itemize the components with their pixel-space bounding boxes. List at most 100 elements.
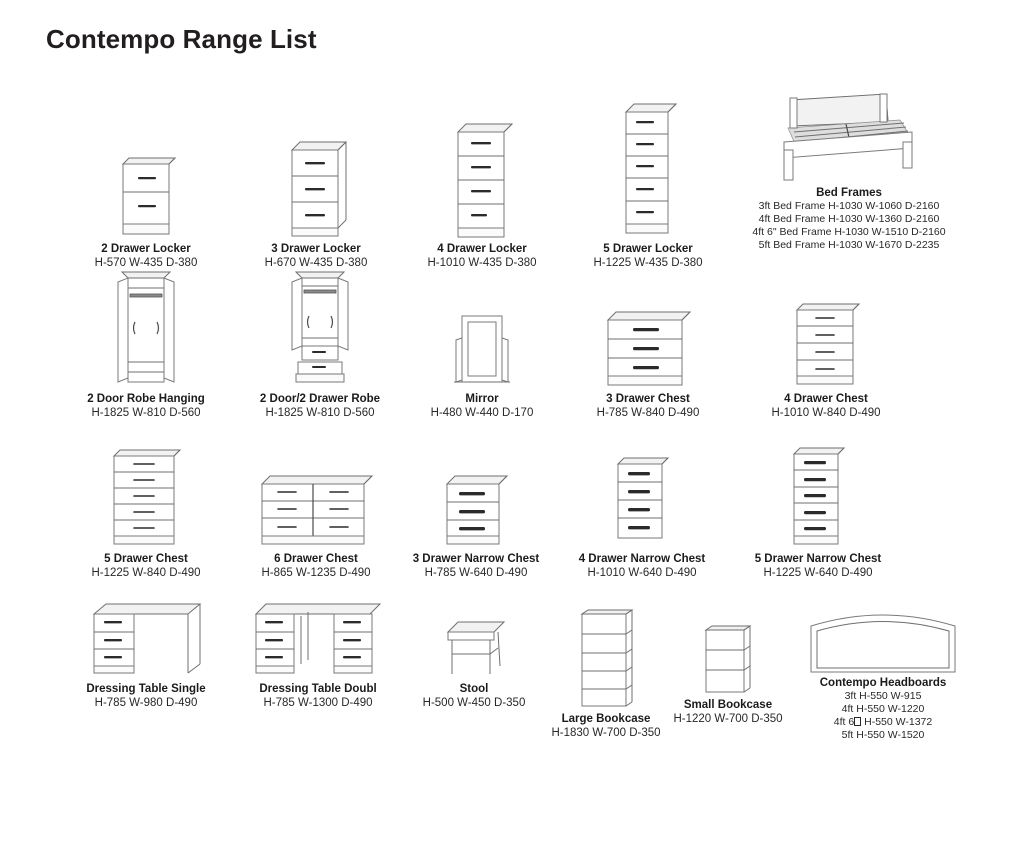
product-variant: 5ft Bed Frame H-1030 W-1670 D-2235 (758, 239, 940, 251)
product-dimensions: H-785 W-980 D-490 (94, 697, 198, 709)
product-card-4-drawer-locker[interactable]: 4 Drawer Locker H-1010 W-435 D-380 (414, 88, 550, 270)
product-name: 3 Drawer Narrow Chest (412, 553, 540, 565)
product-card-bed-frames[interactable]: Bed Frames 3ft Bed Frame H-1030 W-1060 D… (718, 88, 980, 252)
product-name: 4 Drawer Locker (437, 243, 527, 255)
product-card-contempo-headboards[interactable]: Contempo Headboards 3ft H-550 W-915 4ft … (790, 596, 976, 742)
product-name: 5 Drawer Locker (603, 243, 693, 255)
product-card-2-drawer-locker[interactable]: 2 Drawer Locker H-570 W-435 D-380 (78, 88, 214, 270)
narrow-chest-5-drawer-icon (742, 440, 894, 550)
narrow-chest-4-drawer-icon (566, 440, 718, 550)
product-name: Small Bookcase (683, 699, 773, 711)
variant-prefix: 4ft 6 (833, 716, 855, 728)
chest-4-drawer-icon (758, 270, 894, 390)
product-name: 3 Drawer Chest (606, 393, 690, 405)
chest-5-drawer-icon (78, 440, 214, 550)
product-name: 2 Door Robe Hanging (87, 393, 205, 405)
chest-6-drawer-icon (240, 440, 392, 550)
product-card-5-drawer-locker[interactable]: 5 Drawer Locker H-1225 W-435 D-380 (580, 88, 716, 270)
product-variant: 3ft Bed Frame H-1030 W-1060 D-2160 (758, 200, 940, 212)
caption: 5 Drawer Chest H-1225 W-840 D-490 (78, 552, 214, 580)
product-dimensions: H-1010 W-840 D-490 (771, 407, 881, 419)
robe-2-door-2-drawer-icon (248, 270, 392, 390)
page-title: Contempo Range List (46, 24, 317, 54)
bed-frame-icon (718, 88, 980, 184)
product-variant: 3ft H-550 W-915 (844, 690, 922, 702)
product-row-2: 2 Door Robe Hanging H-1825 W-810 D-560 (0, 270, 1024, 440)
caption: 3 Drawer Locker H-670 W-435 D-380 (248, 242, 384, 270)
product-card-mirror[interactable]: Mirror H-480 W-440 D-170 (414, 270, 550, 420)
product-name: 6 Drawer Chest (274, 553, 358, 565)
caption: Large Bookcase H-1830 W-700 D-350 (532, 712, 680, 740)
product-card-4-drawer-chest[interactable]: 4 Drawer Chest H-1010 W-840 D-490 (758, 270, 894, 420)
dressing-table-double-icon (240, 596, 396, 680)
caption: Mirror H-480 W-440 D-170 (414, 392, 550, 420)
product-card-small-bookcase[interactable]: Small Bookcase H-1220 W-700 D-350 (660, 618, 796, 726)
product-row-4: Dressing Table Single H-785 W-980 D-490 (0, 596, 1024, 771)
product-dimensions: H-1825 W-810 D-560 (265, 407, 375, 419)
product-dimensions: H-865 W-1235 D-490 (261, 567, 371, 579)
product-card-5-drawer-chest[interactable]: 5 Drawer Chest H-1225 W-840 D-490 (78, 440, 214, 580)
product-name: Large Bookcase (561, 713, 651, 725)
product-row-1: 2 Drawer Locker H-570 W-435 D-380 (0, 88, 1024, 270)
product-card-2-door-robe-hanging[interactable]: 2 Door Robe Hanging H-1825 W-810 D-560 (78, 270, 214, 420)
product-card-4-drawer-narrow-chest[interactable]: 4 Drawer Narrow Chest H-1010 W-640 D-490 (566, 440, 718, 580)
product-name: 5 Drawer Narrow Chest (754, 553, 882, 565)
product-dimensions: H-785 W-1300 D-490 (263, 697, 373, 709)
locker-5-drawer-icon (580, 88, 716, 240)
bookcase-small-icon (660, 618, 796, 696)
caption: 4 Drawer Chest H-1010 W-840 D-490 (758, 392, 894, 420)
caption: Contempo Headboards 3ft H-550 W-915 4ft … (790, 676, 976, 742)
product-card-3-drawer-locker[interactable]: 3 Drawer Locker H-670 W-435 D-380 (248, 88, 384, 270)
headboard-icon (790, 596, 976, 674)
product-card-3-drawer-narrow-chest[interactable]: 3 Drawer Narrow Chest H-785 W-640 D-490 (400, 440, 552, 580)
product-dimensions: H-1825 W-810 D-560 (91, 407, 201, 419)
product-variant-tofu: 4ft 6 H-550 W-1372 (790, 716, 976, 729)
product-dimensions: H-785 W-640 D-490 (424, 567, 528, 579)
product-variant: 4ft Bed Frame H-1030 W-1360 D-2160 (758, 213, 940, 225)
locker-4-drawer-icon (414, 88, 550, 240)
product-grid: 2 Drawer Locker H-570 W-435 D-380 (0, 88, 1024, 771)
locker-3-drawer-icon (248, 88, 384, 240)
product-row-3: 5 Drawer Chest H-1225 W-840 D-490 (0, 440, 1024, 596)
product-card-dressing-table-double[interactable]: Dressing Table Doubl H-785 W-1300 D-490 (240, 596, 396, 710)
mirror-icon (414, 270, 550, 390)
caption: 6 Drawer Chest H-865 W-1235 D-490 (240, 552, 392, 580)
product-card-stool[interactable]: Stool H-500 W-450 D-350 (410, 596, 538, 710)
product-name: Dressing Table Doubl (259, 683, 377, 695)
locker-2-drawer-icon (78, 88, 214, 240)
product-dimensions: H-670 W-435 D-380 (264, 257, 368, 269)
product-card-dressing-table-single[interactable]: Dressing Table Single H-785 W-980 D-490 (68, 596, 224, 710)
product-dimensions: H-1830 W-700 D-350 (551, 727, 661, 739)
product-name: 4 Drawer Narrow Chest (578, 553, 706, 565)
product-card-large-bookcase[interactable]: Large Bookcase H-1830 W-700 D-350 (532, 608, 680, 740)
product-name: 2 Drawer Locker (101, 243, 191, 255)
product-variant: 4ft H-550 W-1220 (841, 703, 925, 715)
product-dimensions: H-1225 W-435 D-380 (593, 257, 703, 269)
product-name: 2 Door/2 Drawer Robe (259, 393, 381, 405)
product-dimensions: H-500 W-450 D-350 (422, 697, 526, 709)
product-name: Contempo Headboards (819, 677, 947, 689)
product-name: 3 Drawer Locker (271, 243, 361, 255)
caption: 2 Door/2 Drawer Robe H-1825 W-810 D-560 (248, 392, 392, 420)
stool-icon (410, 596, 538, 680)
caption: 2 Drawer Locker H-570 W-435 D-380 (78, 242, 214, 270)
product-variant: 5ft H-550 W-1520 (841, 729, 925, 741)
product-name: 4 Drawer Chest (784, 393, 868, 405)
caption: 4 Drawer Narrow Chest H-1010 W-640 D-490 (566, 552, 718, 580)
caption: 5 Drawer Locker H-1225 W-435 D-380 (580, 242, 716, 270)
narrow-chest-3-drawer-icon (400, 440, 552, 550)
product-card-6-drawer-chest[interactable]: 6 Drawer Chest H-865 W-1235 D-490 (240, 440, 392, 580)
robe-2-door-hanging-icon (78, 270, 214, 390)
caption: 5 Drawer Narrow Chest H-1225 W-640 D-490 (742, 552, 894, 580)
chest-3-drawer-icon (580, 270, 716, 390)
variant-suffix: H-550 W-1372 (861, 716, 933, 728)
product-name: Stool (459, 683, 489, 695)
product-dimensions: H-480 W-440 D-170 (430, 407, 534, 419)
product-name: 5 Drawer Chest (104, 553, 188, 565)
product-dimensions: H-1010 W-435 D-380 (427, 257, 537, 269)
product-card-5-drawer-narrow-chest[interactable]: 5 Drawer Narrow Chest H-1225 W-640 D-490 (742, 440, 894, 580)
caption: 3 Drawer Narrow Chest H-785 W-640 D-490 (400, 552, 552, 580)
product-card-3-drawer-chest[interactable]: 3 Drawer Chest H-785 W-840 D-490 (580, 270, 716, 420)
product-card-2-door-2-drawer-robe[interactable]: 2 Door/2 Drawer Robe H-1825 W-810 D-560 (248, 270, 392, 420)
